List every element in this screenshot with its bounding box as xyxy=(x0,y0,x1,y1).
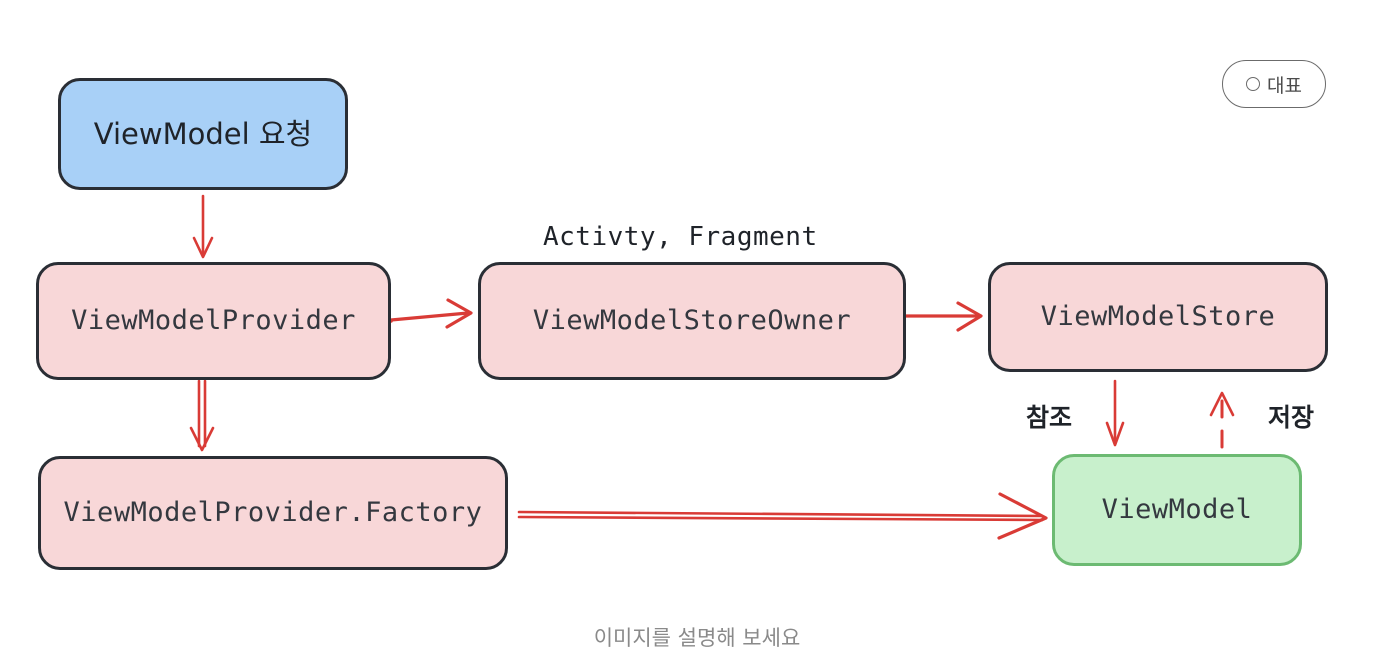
node-viewmodelstore[interactable]: ViewModelStore xyxy=(988,262,1328,372)
node-viewmodelprovider-factory-label: ViewModelProvider.Factory xyxy=(63,497,483,529)
arrow-viewmodel-to-store-save xyxy=(1209,391,1235,449)
badge-label: 대표 xyxy=(1267,74,1302,97)
node-viewmodel-label: ViewModel xyxy=(1101,494,1253,526)
arrow-storeowner-to-store xyxy=(904,301,983,332)
annotation-reference: 참조 xyxy=(1026,403,1073,432)
node-viewmodel-request[interactable]: ViewModel 요청 xyxy=(58,78,348,190)
arrow-factory-to-viewmodel xyxy=(517,492,1048,540)
node-viewmodelprovider-factory[interactable]: ViewModelProvider.Factory xyxy=(38,456,508,570)
image-caption: 이미지를 설명해 보세요 xyxy=(593,626,801,650)
annotation-save: 저장 xyxy=(1268,403,1315,432)
arrow-store-to-viewmodel-reference xyxy=(1105,379,1125,447)
node-viewmodel[interactable]: ViewModel xyxy=(1052,454,1302,566)
node-viewmodel-request-label: ViewModel 요청 xyxy=(93,116,313,151)
representative-badge[interactable]: 대표 xyxy=(1222,60,1326,108)
annotation-activity-fragment: Activty, Fragment xyxy=(543,222,818,252)
node-viewmodelprovider[interactable]: ViewModelProvider xyxy=(36,262,391,380)
arrow-provider-to-factory xyxy=(189,379,215,452)
circle-outline-icon xyxy=(1246,77,1261,91)
node-viewmodelprovider-label: ViewModelProvider xyxy=(71,305,356,337)
arrow-request-to-provider xyxy=(192,194,214,259)
node-viewmodelstoreowner[interactable]: ViewModelStoreOwner xyxy=(478,262,906,380)
arrow-provider-to-storeowner xyxy=(389,298,473,329)
node-viewmodelstore-label: ViewModelStore xyxy=(1040,301,1276,333)
node-viewmodelstoreowner-label: ViewModelStoreOwner xyxy=(532,305,852,337)
